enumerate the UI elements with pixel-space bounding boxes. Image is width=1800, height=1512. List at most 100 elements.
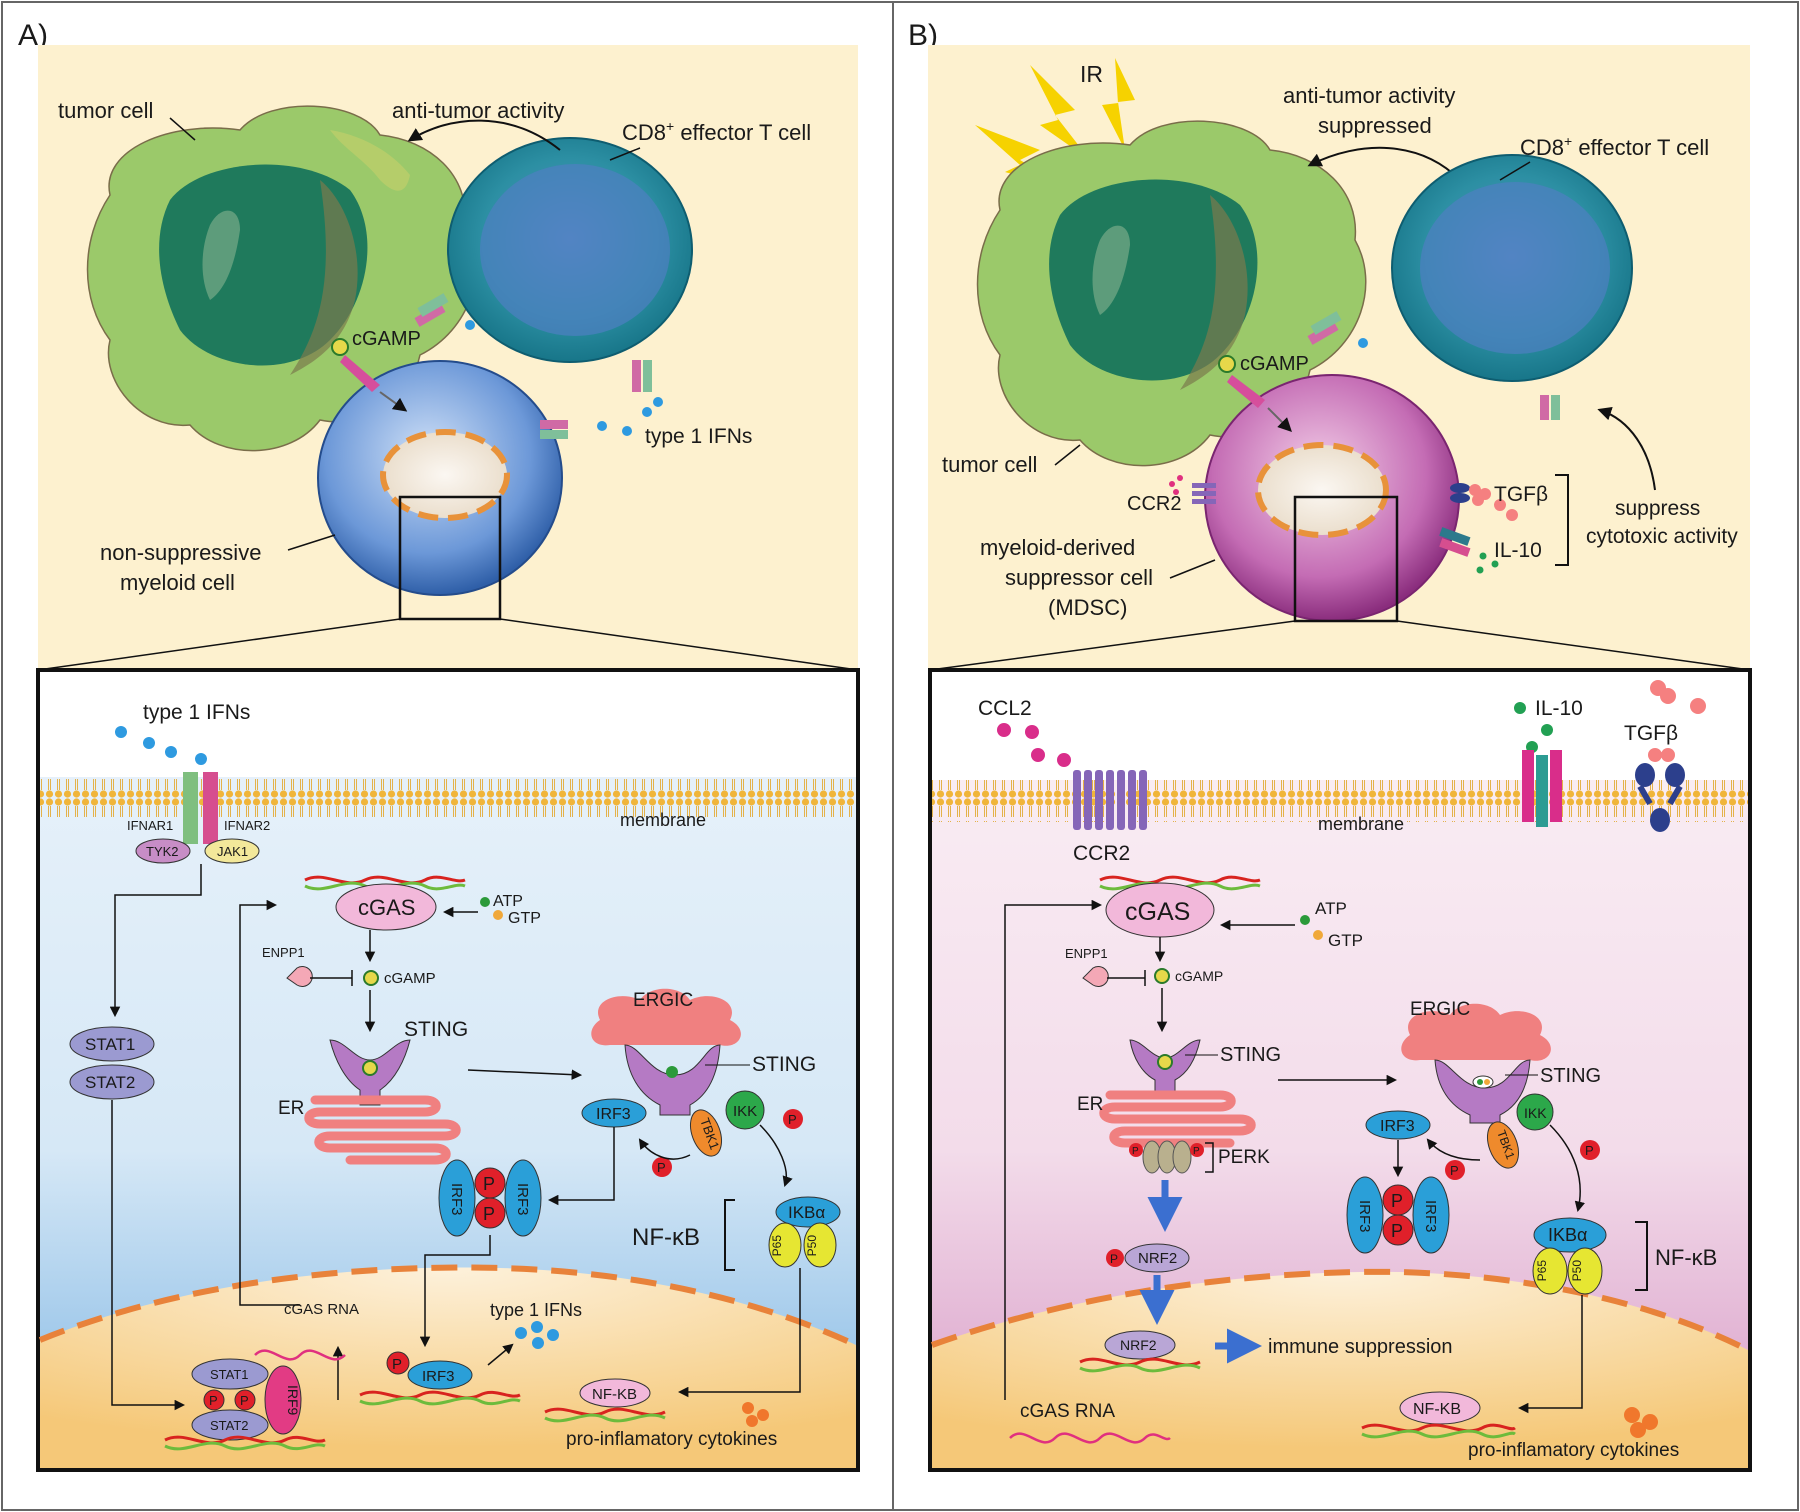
atp-b-label: ATP — [1315, 899, 1347, 918]
perk-p1 — [1129, 1143, 1143, 1157]
ergic-b — [1401, 1003, 1551, 1061]
tumor-cell-leader — [169, 117, 196, 141]
zoom-line-a-left — [37, 618, 401, 671]
ifnar2-label: IFNAR2 — [224, 818, 270, 833]
anti-tumor-b-line1: anti-tumor activity — [1283, 83, 1455, 108]
membrane-b — [932, 780, 1748, 822]
membrane-a — [40, 777, 856, 819]
nrf2-cyto-label: NRF2 — [1138, 1250, 1177, 1267]
nrf2-p — [1106, 1249, 1124, 1267]
receptor-pair-1 — [414, 293, 475, 330]
dna-helix-cgas-a — [304, 875, 466, 885]
zoom-line-b-left — [929, 620, 1296, 671]
irf3-dimer-right-label-a: IRF3 — [514, 1183, 531, 1216]
nuclear-nfkb-b-label: NF-KB — [1413, 1401, 1461, 1418]
cgamp-molecule-icon — [331, 338, 349, 356]
irf3-dimer-p2-b — [1382, 1214, 1414, 1246]
cgas-rna-wave — [254, 1349, 346, 1361]
p65-a — [768, 1222, 802, 1268]
mdsc-label-2: suppressor cell — [1005, 565, 1153, 590]
ifn-dot — [143, 737, 155, 749]
nuclear-p-label-a: P — [392, 1356, 402, 1373]
cgamp-label: cGAMP — [352, 328, 421, 350]
isgf3-p2 — [234, 1389, 256, 1411]
tgfb-bottom-label: TGFβ — [1624, 722, 1678, 745]
nuclear-envelope-a — [38, 1264, 858, 1348]
p-free-a1 — [783, 1109, 803, 1129]
cgas-rna-feedback-arrow — [239, 899, 300, 1306]
type1ifn-bottom-label: type 1 IFNs — [143, 701, 250, 724]
p65-b — [1532, 1247, 1568, 1295]
tbk1-a — [689, 1109, 723, 1157]
il10-dot — [1541, 724, 1553, 736]
perk-complex — [1142, 1140, 1192, 1174]
sting-b-label: STING — [1220, 1044, 1281, 1066]
isgf3-stat2-label: STAT2 — [210, 1418, 249, 1433]
tgfb-dot — [1661, 748, 1675, 762]
irf3-dimer-p2-b-label: P — [1391, 1221, 1403, 1241]
ikba-b — [1533, 1217, 1607, 1253]
ergic-cgamp-a — [666, 1066, 678, 1078]
cytokine-dot — [742, 1402, 754, 1414]
stat1-node — [69, 1026, 155, 1062]
ikk-to-ikba-arrow — [759, 1124, 793, 1187]
nrf2-p-label: P — [1110, 1252, 1118, 1266]
tgfb-top-label: TGFβ — [1494, 483, 1548, 506]
ifn-dot — [195, 753, 207, 765]
ccl2-dot — [997, 723, 1011, 737]
myeloid-leader — [287, 534, 336, 551]
ifnar-to-stat-arrow — [109, 864, 202, 1018]
ccl2-dot — [1025, 725, 1039, 739]
gtp-dot-b — [1313, 930, 1323, 940]
cgas-rna-b-label: cGAS RNA — [1020, 1401, 1115, 1422]
nuclear-irf3-label-a: IRF3 — [422, 1368, 455, 1385]
cytokine-dot — [757, 1409, 769, 1421]
enpp1-b-label: ENPP1 — [1065, 946, 1108, 961]
ifn-dot — [165, 746, 177, 758]
cd8-t-cell-b-nucleus — [1420, 182, 1610, 354]
stat-to-nucleus-arrow — [111, 1100, 186, 1411]
cd8-leader — [609, 147, 641, 161]
immune-supp-label: immune suppression — [1268, 1336, 1453, 1358]
ifn-out-dot — [515, 1327, 527, 1339]
ikba-label-a: IKBα — [788, 1203, 825, 1222]
ikk-to-ikba-b-arrow — [1549, 1124, 1586, 1213]
ergic-label-a: ERGIC — [633, 990, 693, 1011]
ergic-b-cgamp-dot — [1477, 1079, 1483, 1085]
tgfb-receptor-bottom — [1635, 763, 1685, 832]
nuclear-p-a — [386, 1351, 410, 1375]
cytokine-bracket — [1555, 474, 1569, 566]
myeloid-label-line1: non-suppressive — [100, 540, 261, 565]
irf3-to-ifn-arrow — [487, 1343, 514, 1366]
receptor-pair-b2 — [1540, 395, 1560, 420]
irf3-dimer-right-a — [504, 1159, 542, 1237]
tbk1-b — [1486, 1121, 1520, 1169]
cgas-enzyme — [335, 883, 437, 931]
irf3-dimer-to-nucleus — [419, 1235, 491, 1348]
dna-helix-cgas-b — [1099, 875, 1261, 885]
stat1-label: STAT1 — [85, 1035, 135, 1054]
type1ifn-top-label: type 1 IFNs — [645, 425, 752, 448]
cgas-b-label: cGAS — [1125, 898, 1190, 926]
anti-tumor-arrow — [407, 119, 561, 151]
ikba-a — [775, 1196, 841, 1228]
irf3-dimer-p2-a — [474, 1197, 506, 1229]
isgf3-stat1 — [191, 1358, 269, 1390]
cgamp-molecule-b — [1218, 355, 1236, 373]
enpp1-icon — [286, 966, 313, 987]
mdsc-nucleus — [1255, 442, 1389, 538]
cgas-label: cGAS — [358, 895, 415, 920]
ifnar1-label: IFNAR1 — [127, 818, 173, 833]
il10-bottom-label: IL-10 — [1535, 697, 1583, 720]
isgf3-p1-label: P — [209, 1393, 218, 1408]
sting-b-label-2: STING — [1540, 1065, 1601, 1087]
cgamp-channel — [340, 355, 380, 392]
atp-dot — [480, 897, 490, 907]
tgfb-dot — [1648, 748, 1662, 762]
irf3-dimer-p1-b-label: P — [1391, 1191, 1403, 1211]
receptor-pair-b1 — [1307, 311, 1368, 348]
anti-tumor-b-arrow — [1307, 146, 1461, 181]
irf3-dimer-left-a — [438, 1159, 476, 1237]
atp-dot-b — [1300, 915, 1310, 925]
irf9-node — [264, 1365, 302, 1435]
